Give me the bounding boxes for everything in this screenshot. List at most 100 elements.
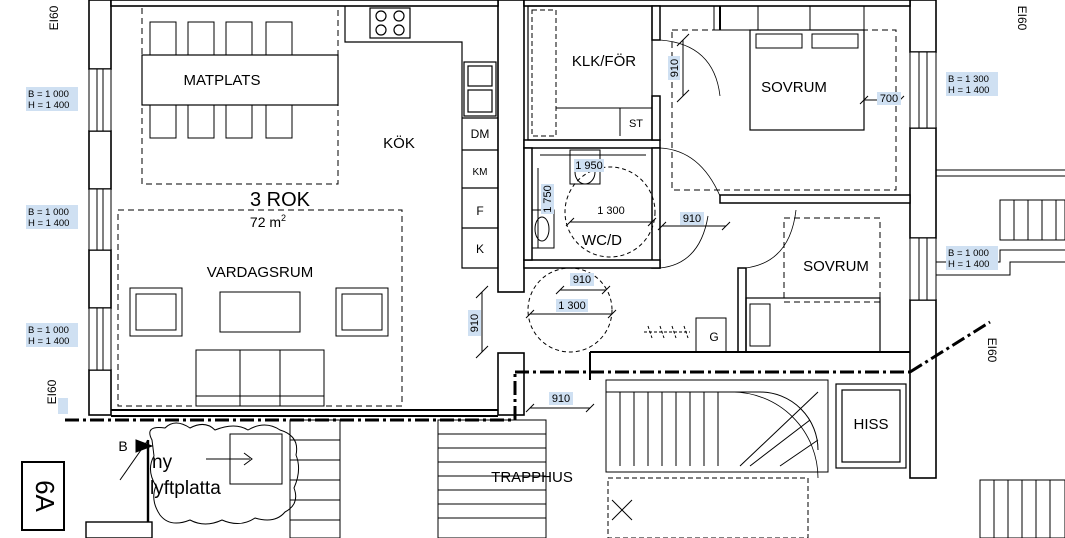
fire-lines [65,320,991,422]
chair-icon [149,21,177,56]
room-label-wc-d: WC/D [582,232,622,249]
lift-note-line-2: lyftplatta [150,478,221,499]
window-left-2-width: B = 1 000 [28,207,69,218]
window-left-3 [88,307,112,371]
chair-icon [265,21,293,56]
fixture-km: KM [473,167,488,178]
appliance-g [695,317,727,353]
window-right-2-height: H = 1 400 [948,259,989,270]
room-label-matplats: MATPLATS [184,72,261,89]
kitchen-counter [344,6,498,269]
wall-core [497,352,525,416]
room-label-sovrum-1: SOVRUM [761,79,827,96]
wall-left-segment [88,369,112,416]
dining-area [141,5,339,185]
sofa-icon [195,349,325,407]
nightstand-icon [809,5,865,31]
fire-class-left: EI60 [45,379,59,404]
bedroom-2 [745,209,881,353]
fixture-f: F [476,204,483,218]
window-left-3-height: H = 1 400 [28,336,69,347]
lift-note: ny lyftplatta [150,452,221,499]
bedroom-1 [659,5,897,191]
living-zone [117,209,403,407]
wall-top [523,0,911,7]
room-label-sovrum-2: SOVRUM [803,258,869,275]
fire-class-labels: EI60 EI60 EI60 EI60 [45,5,1029,414]
wall-right-segment [909,0,937,53]
dimension-labels: 910 700 1 950 1 750 1 300 910 910 1 300 … [468,56,901,405]
window-right-2-width: B = 1 000 [948,248,989,259]
dim-wc-circle: 1 300 [597,205,625,217]
bed-icon [749,29,865,131]
dim-hall-circle: 1 300 [558,300,586,312]
chair-icon [225,104,253,139]
window-right-1 [909,51,937,129]
window-left-2-height: H = 1 400 [28,218,69,229]
entrance-code: 6A [21,461,65,531]
wall-right-segment [909,299,937,479]
armchair-icon [335,287,389,337]
coffee-table [219,291,301,333]
window-right-2 [909,237,937,301]
room-label-trapphus: TRAPPHUS [491,469,573,486]
room-label-hiss: HISS [853,416,888,433]
closet [527,5,653,141]
chair-icon [187,21,215,56]
dimension-lines [475,33,905,413]
wall-right-segment [909,127,937,239]
chair-icon [187,104,215,139]
living-area [117,209,403,407]
fire-class-right: EI60 [985,338,999,363]
fixture-k: K [476,242,484,256]
room-label-kok: KÖK [383,134,415,152]
wall-top [110,0,499,7]
window-right-1-width: B = 1 300 [948,74,989,85]
wall-left-segment [88,0,112,70]
dining-zone [141,5,339,185]
kitchen [344,6,498,269]
dim-klk-door: 910 [669,59,681,77]
window-right-1-height: H = 1 400 [948,85,989,96]
windows [88,51,937,371]
chair-icon [225,21,253,56]
stove-icon [369,7,411,39]
dim-entry-door: 910 [469,314,481,332]
lift-note-line-1: ny [152,452,173,473]
fixture-st: ST [629,118,643,130]
room-labels: MATPLATS KÖK 3 ROK 72 m2 VARDAGSRUM KLK/… [184,52,889,486]
window-left-1-width: B = 1 000 [28,89,69,100]
window-labels: B = 1 000 H = 1 400 B = 1 000 H = 1 400 … [26,72,998,347]
fixture-b: B [118,438,127,454]
fixture-dm: DM [471,127,490,141]
wall-left-segment [88,249,112,309]
hall [527,147,727,353]
bed-icon [745,297,881,353]
window-left-1 [88,68,112,132]
interior-walls [111,5,911,417]
stairwell [289,379,829,538]
window-left-1-height: H = 1 400 [28,100,69,111]
fire-class-top-right: EI60 [1015,6,1029,31]
dim-corridor-door: 910 [683,213,701,225]
dim-wc-door: 910 [573,274,591,286]
unit-label: 3 ROK [250,189,311,211]
sink-icon [463,61,497,117]
wall-left-segment [88,130,112,190]
lift-platform [85,422,300,538]
dim-wc-depth: 1 750 [542,185,554,213]
elevator [835,383,907,469]
room-label-vardagsrum: VARDAGSRUM [207,264,313,281]
fire-class-top-left: EI60 [47,5,61,30]
wall-core [497,0,525,293]
nightstand-icon [713,5,759,31]
fixture-labels: DM KM F K ST G B [118,118,718,454]
room-label-klk-for: KLK/FÖR [572,52,636,70]
neighbour-unit [936,169,1065,538]
chair-icon [149,104,177,139]
outer-walls [88,0,937,479]
chair-icon [265,104,293,139]
window-left-2 [88,188,112,251]
window-left-3-width: B = 1 000 [28,325,69,336]
